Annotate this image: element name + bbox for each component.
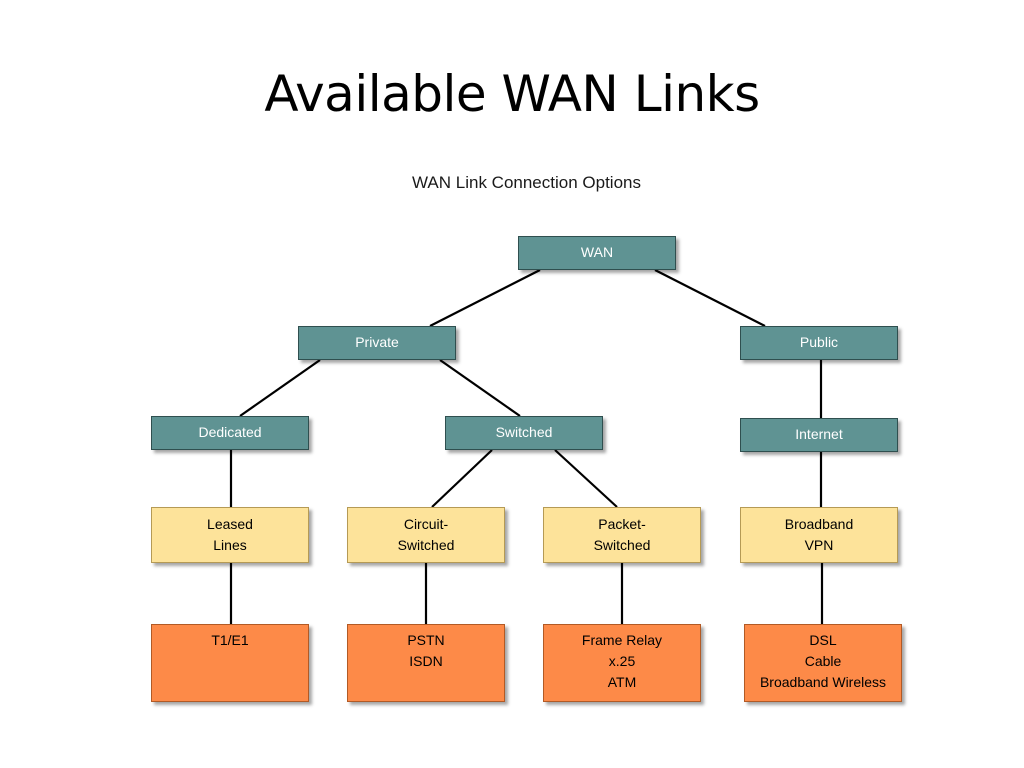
node-t1-e1: T1/E1: [151, 624, 309, 702]
node-public: Public: [740, 326, 898, 360]
node-packet-switched: Packet- Switched: [543, 507, 701, 563]
node-broadband-vpn: Broadband VPN: [740, 507, 898, 563]
slide-title: Available WAN Links: [264, 65, 760, 123]
edge-private-switched: [439, 359, 521, 417]
node-dsl-cable: DSL Cable Broadband Wireless: [744, 624, 902, 702]
node-wan: WAN: [518, 236, 676, 270]
node-leased-lines: Leased Lines: [151, 507, 309, 563]
node-frame-relay: Frame Relay x.25 ATM: [543, 624, 701, 702]
node-dedicated: Dedicated: [151, 416, 309, 450]
node-internet: Internet: [740, 418, 898, 452]
node-circuit-switched: Circuit- Switched: [347, 507, 505, 563]
diagram-title: WAN Link Connection Options: [412, 173, 641, 192]
node-switched: Switched: [445, 416, 603, 450]
edge-wan-private: [429, 269, 541, 327]
node-pstn-isdn: PSTN ISDN: [347, 624, 505, 702]
edge-private-dedicated: [239, 359, 321, 417]
edge-wan-public: [654, 269, 766, 327]
edge-switched-packet: [554, 449, 618, 508]
node-private: Private: [298, 326, 456, 360]
edge-switched-circuit: [431, 449, 493, 508]
